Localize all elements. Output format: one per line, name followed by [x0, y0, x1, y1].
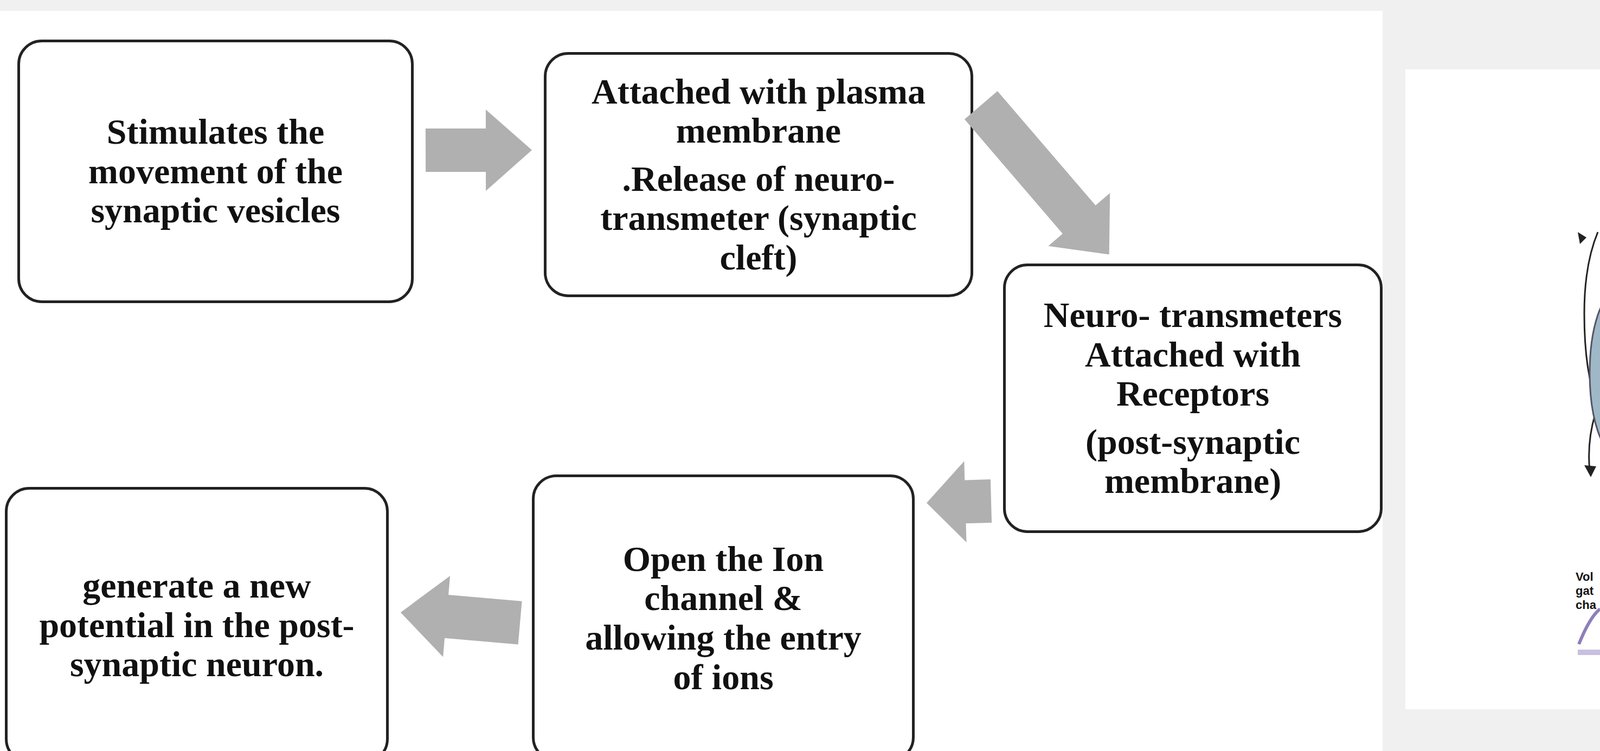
process-box: Neuro- transmeters Attached with Recepto… — [1003, 263, 1383, 533]
box-text: Open the Ion channel & allowing the entr… — [582, 539, 865, 697]
arrow-shape — [425, 109, 532, 191]
process-box: Open the Ion channel & allowing the entr… — [531, 474, 915, 751]
arrow-head — [1577, 232, 1587, 244]
process-box: generate a new potential in the post-syn… — [4, 486, 389, 751]
side-image-panel — [1405, 69, 1600, 710]
block-arrow — [964, 91, 1110, 255]
cropped-label: Vol — [1575, 570, 1594, 584]
side-illustration — [1405, 69, 1600, 710]
block-arrow — [425, 109, 532, 191]
box-text: Attached with plasma membrane — [568, 72, 949, 151]
arrow-shape — [964, 91, 1110, 255]
process-box: Stimulates the movement of the synaptic … — [17, 39, 414, 304]
cropped-label: cha — [1575, 598, 1597, 612]
arrow-shape — [926, 460, 992, 543]
block-arrow — [926, 460, 992, 543]
block-arrow — [400, 575, 523, 657]
box-subtext: (post-synaptic membrane) — [1019, 422, 1367, 501]
membrane-band — [1577, 649, 1600, 655]
box-text: Stimulates the movement of the synaptic … — [63, 112, 368, 231]
box-subtext: .Release of neuro- transmeter (synaptic … — [585, 159, 933, 278]
process-box: Attached with plasma membrane .Release of… — [543, 52, 974, 298]
box-text: Neuro- transmeters Attached with Recepto… — [1041, 295, 1345, 414]
arrow-shape — [400, 575, 523, 657]
box-text: generate a new potential in the post-syn… — [23, 566, 371, 685]
arrow-head — [1584, 465, 1597, 478]
membrane-line — [1578, 608, 1600, 645]
vesicle-shape — [1589, 291, 1600, 455]
cropped-label: gat — [1575, 584, 1594, 598]
